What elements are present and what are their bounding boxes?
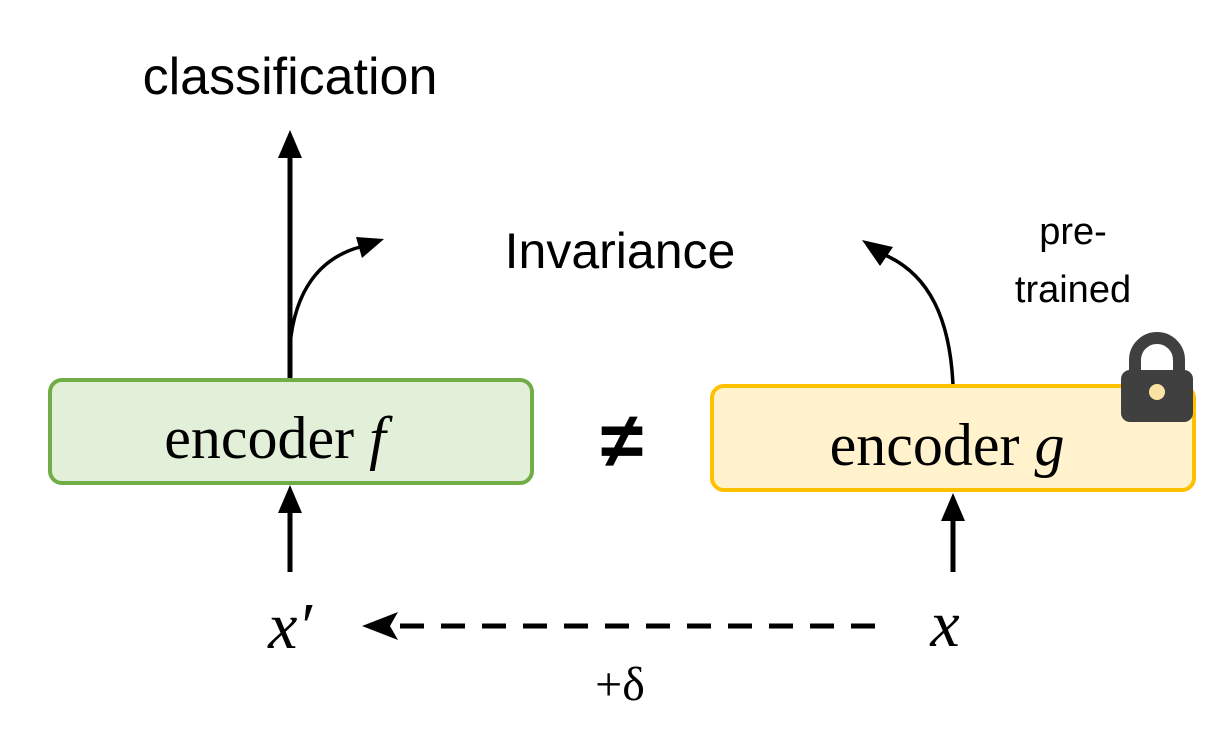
arrow-f-to-invariance — [288, 245, 361, 346]
arrowhead-f-invariance — [356, 237, 384, 258]
pretrained-label-line1: pre- — [1039, 211, 1107, 253]
arrowhead-classification — [278, 130, 302, 158]
encoder-g-symbol: g — [1034, 412, 1064, 478]
encoder-f-box: encoder f — [48, 378, 534, 485]
classification-label: classification — [143, 48, 438, 106]
lock-icon — [1121, 332, 1193, 422]
encoder-f-prefix: encoder — [164, 405, 369, 471]
svg-text:encoder g: encoder g — [830, 412, 1065, 478]
arrow-g-to-invariance — [884, 253, 955, 386]
arrowhead-g-invariance — [862, 240, 893, 266]
perturbation-label: +δ — [595, 658, 645, 711]
encoder-g-box: encoder g — [710, 384, 1196, 492]
encoder-g-prefix: encoder — [830, 412, 1035, 478]
svg-text:encoder f: encoder f — [164, 405, 393, 471]
not-equal-symbol: ≠ — [601, 396, 644, 484]
arrowhead-x-g — [941, 493, 965, 521]
x-label: x — [929, 588, 959, 661]
x-prime-label: x′ — [267, 590, 313, 663]
pretrained-label-line2: trained — [1015, 269, 1131, 311]
invariance-label: Invariance — [505, 223, 736, 279]
arrowhead-perturbation — [362, 612, 398, 640]
arrowhead-xprime-f — [278, 485, 302, 513]
